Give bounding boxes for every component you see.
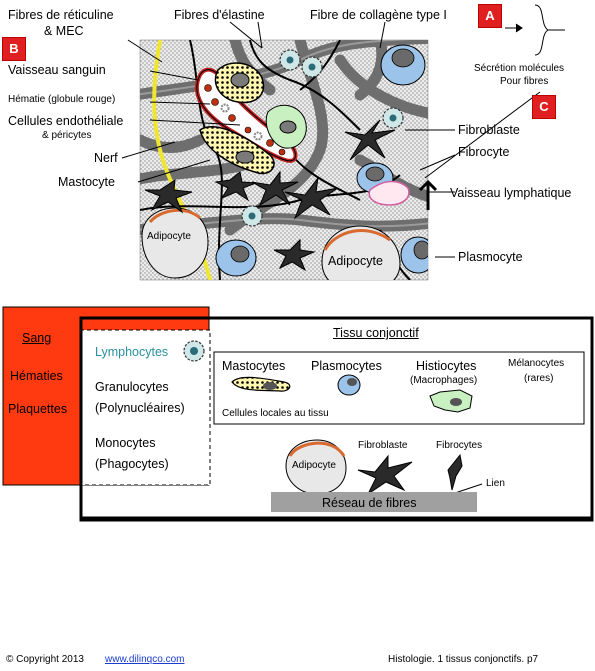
label-vaisseau-lymph: Vaisseau lymphatique: [450, 186, 572, 200]
label-cellules-endo: Cellules endothéliale: [8, 114, 124, 128]
tissu-plasmocytes: Plasmocytes: [311, 359, 382, 373]
label-hematie: Hématie (globule rouge): [8, 94, 116, 105]
tissu-mastocytes: Mastocytes: [222, 359, 286, 373]
footer-site-link[interactable]: www.dilinqco.com: [105, 654, 185, 665]
tissu-lien: Lien: [486, 478, 505, 489]
tissu-cellules-locales: Cellules locales au tissu: [222, 408, 329, 419]
sang-monocytes: Monocytes: [95, 436, 156, 450]
label-fibres-reticuline: Fibres de réticuline: [8, 8, 114, 22]
tissu-fibroblaste: Fibroblaste: [358, 440, 408, 451]
lymphatic-vessel: [368, 180, 410, 206]
label-nerf: Nerf: [94, 151, 118, 165]
tissu-macrophages: (Macrophages): [410, 375, 478, 386]
adipocytes: [141, 207, 401, 280]
tissu-fibrocytes: Fibrocytes: [436, 440, 483, 451]
tissu-histiocytes: Histiocytes: [416, 359, 477, 373]
label-pour-fibres: Pour fibres: [500, 76, 549, 87]
sang-hematies: Hématies: [10, 369, 63, 383]
label-fibre-collagene: Fibre de collagène type I: [310, 8, 447, 22]
tissu-rares: (rares): [524, 373, 554, 384]
label-pericytes: & péricytes: [42, 130, 92, 141]
footer-page: Histologie. 1 tissus conjonctifs. p7: [388, 654, 539, 665]
reseau-bar: [271, 492, 477, 512]
label-fibrocyte: Fibrocyte: [458, 145, 510, 159]
sang-plaquettes: Plaquettes: [8, 402, 68, 416]
label-fibroblaste: Fibroblaste: [458, 123, 520, 137]
fibrocyte-icon: [447, 453, 463, 491]
label-mastocyte: Mastocyte: [58, 175, 115, 189]
sang-granulocytes: Granulocytes: [95, 380, 169, 394]
sang-phagocytes: (Phagocytes): [95, 457, 169, 471]
mastocyte-cell-2: [199, 126, 275, 175]
sang-lymphocytes: Lymphocytes: [95, 345, 169, 359]
label-adipocyte-big: Adipocyte: [328, 254, 383, 268]
label-plasmocyte: Plasmocyte: [458, 250, 523, 264]
lymphocyte-icon: [183, 340, 205, 362]
label-secretion: Sécrétion molécules: [474, 63, 565, 74]
tissu-title: Tissu conjonctif: [333, 326, 419, 340]
fibroblast-icon: [357, 454, 413, 496]
sang-title: Sang: [22, 331, 52, 345]
sang-polynucleaires: (Polynucléaires): [95, 401, 185, 415]
leader-lines: [121, 4, 565, 258]
badge-b: B: [2, 37, 26, 61]
badge-a: A: [478, 4, 502, 28]
tissu-adipocyte: Adipocyte: [292, 460, 336, 471]
label-mec: & MEC: [44, 24, 84, 38]
footer-copyright: © Copyright 2013: [6, 654, 84, 665]
label-vaisseau-sanguin: Vaisseau sanguin: [8, 63, 106, 77]
fibroblast-cells: [144, 119, 396, 272]
tissu-melanocytes: Mélanocytes: [508, 358, 565, 369]
badge-c: C: [532, 95, 556, 119]
adipocyte-icon: [285, 439, 347, 495]
tissu-reseau: Réseau de fibres: [322, 496, 417, 510]
label-fibres-elastine: Fibres d'élastine: [174, 8, 265, 22]
label-adipocyte-small: Adipocyte: [147, 231, 191, 242]
